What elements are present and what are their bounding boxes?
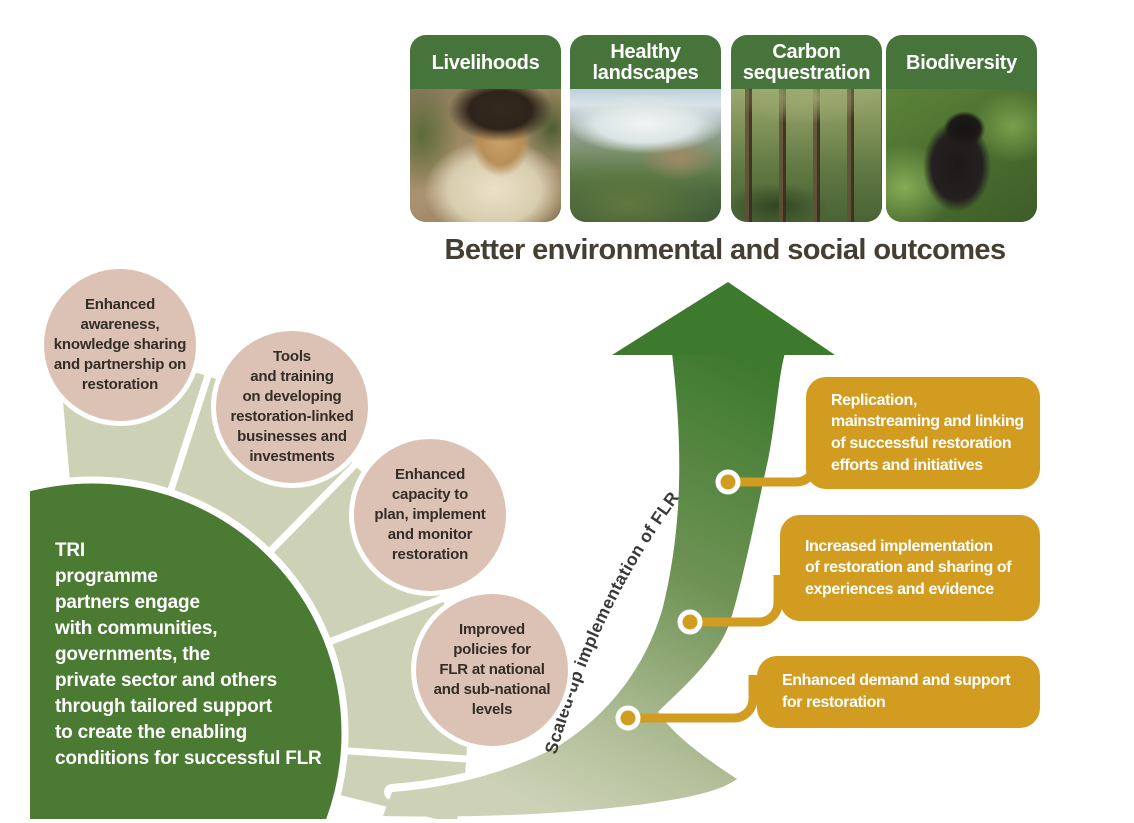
circle-awareness: Enhanced awareness, knowledge sharing an… xyxy=(39,264,201,426)
outcome-box-replication-text: Replication, mainstreaming and linking o… xyxy=(831,391,1024,474)
circle-capacity: Enhanced capacity to plan, implement and… xyxy=(349,434,511,596)
outcome-box-demand: Enhanced demand and support for restorat… xyxy=(757,656,1040,728)
card-livelihoods: Livelihoods xyxy=(410,35,561,222)
page-title: Better environmental and social outcomes xyxy=(444,234,1007,266)
circle-tools-training: Tools and training on developing restora… xyxy=(211,326,373,488)
fan-dividers xyxy=(165,370,527,767)
arrow-swoosh-tail xyxy=(383,353,785,817)
card-healthy-landscapes-label: Healthy landscapes xyxy=(592,41,699,84)
card-livelihoods-label: Livelihoods xyxy=(431,51,540,74)
livelihoods-photo xyxy=(410,89,561,222)
carbon-sequestration-photo xyxy=(731,89,882,222)
arrow-head xyxy=(612,282,835,355)
healthy-landscapes-photo xyxy=(570,89,721,222)
biodiversity-photo xyxy=(886,89,1037,222)
outcome-box-demand-text: Enhanced demand and support for restorat… xyxy=(782,672,1011,711)
card-carbon-sequestration: Carbon sequestration xyxy=(731,35,882,222)
card-biodiversity: Biodiversity xyxy=(886,35,1037,222)
swoosh-white-gap xyxy=(384,345,688,800)
outcome-box-implementation: Increased implementation of restoration … xyxy=(780,515,1040,621)
tri-programme-text: TRI programme partners engage with commu… xyxy=(55,540,322,770)
circle-policies: Improved policies for FLR at national an… xyxy=(411,589,573,751)
card-healthy-landscapes: Healthy landscapes xyxy=(570,35,721,222)
tri-disc xyxy=(30,476,349,819)
card-carbon-sequestration-label: Carbon sequestration xyxy=(742,41,871,84)
connector-dots xyxy=(615,469,741,731)
outcome-box-replication: Replication, mainstreaming and linking o… xyxy=(806,377,1040,489)
outcome-box-implementation-text: Increased implementation of restoration … xyxy=(805,537,1012,598)
card-biodiversity-label: Biodiversity xyxy=(906,51,1017,74)
